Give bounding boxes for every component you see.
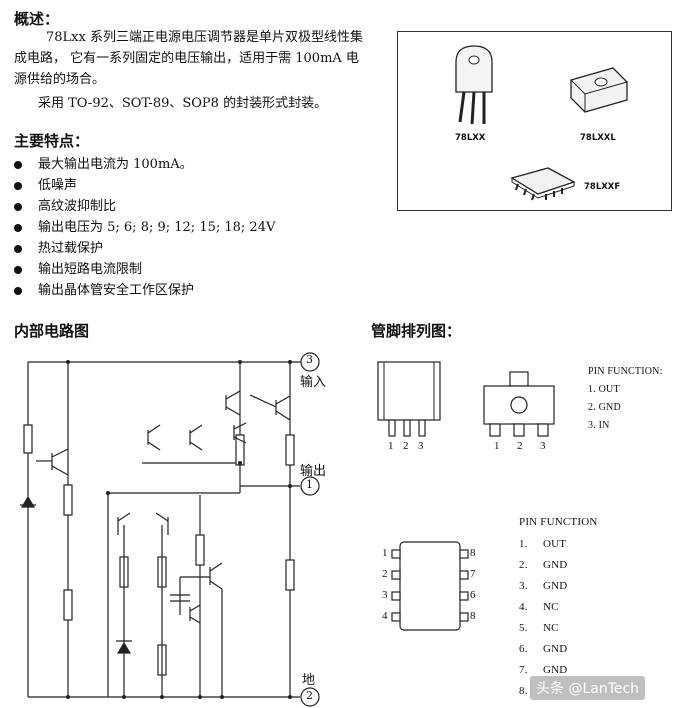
pin-gnd-label: 地 [302,673,316,688]
sop-right-pin: 6 [470,589,476,601]
sop8-package-icon [510,167,576,201]
overview-line-3: 源供给的场合。 [14,72,106,87]
overview-package-line: 采用 TO-92、SOT-89、SOP8 的封装形式封装。 [38,96,328,111]
features-heading: 主要特点： [14,132,90,150]
pin-in-number: 3 [306,353,313,366]
bullet-icon [14,244,22,253]
to92-pin-2: 2 [403,440,409,452]
sop-function-number: 6. [519,643,528,655]
sop-pin-function-title: PIN FUNCTION [519,516,598,528]
sop-function-value: GND [543,580,568,592]
sop-function-value: OUT [543,538,567,550]
package-illustration-box: 78LXX 78LXXL 78LXXF [397,31,672,211]
bullet-icon [14,265,22,274]
sop-left-pin: 1 [382,547,388,559]
feature-item: 输出短路电流限制 [14,258,142,277]
sop8-pinout-diagram [391,541,469,631]
sop-function-value: NC [543,601,559,613]
sop-function-number: 8. [519,685,528,697]
pin-function-item: 3. IN [588,420,610,431]
sop-right-pin: 8 [470,610,476,622]
sop-function-value: GND [543,664,568,676]
to92-label: 78LXX [455,133,486,143]
pin-2-circle [300,687,320,707]
sop-left-pin: 2 [382,568,388,580]
pin-1-circle [300,476,320,496]
to92-pin-1: 1 [388,440,394,452]
sop-function-number: 1. [519,538,528,550]
bullet-icon [14,181,22,190]
to92-pin-3: 3 [418,440,424,452]
sop-function-number: 5. [519,622,528,634]
sot89-pin-3: 3 [540,440,546,452]
sop-function-number: 3. [519,580,528,592]
overview-heading: 概述： [14,10,60,28]
feature-item: 最大输出电流为 100mA。 [14,153,193,172]
sot89-package-icon [570,67,628,113]
sop-right-pin: 7 [470,568,476,580]
pinout-heading: 管脚排列图： [371,322,462,340]
sot89-pin-2: 2 [517,440,523,452]
sop-function-number: 7. [519,664,528,676]
sot89-pinout-diagram [483,371,555,437]
feature-item: 低噪声 [14,174,77,193]
sot89-label: 78LXXL [580,133,616,143]
pin-function-item: 2. GND [588,402,621,413]
sot89-pin-1: 1 [494,440,500,452]
pin-in-label: 输入 [300,375,327,390]
feature-item: 输出电压为 5; 6; 8; 9; 12; 15; 18; 24V [14,216,275,235]
overview-line-1: 78Lxx 系列三端正电源电压调节器是单片双极型线性集 [46,30,363,45]
pin-out-label: 输出 [300,464,327,479]
sop8-label: 78LXXF [584,182,621,192]
pin-function-title: PIN FUNCTION: [588,366,663,377]
pin-out-number: 1 [306,478,313,491]
bullet-icon [14,160,22,169]
sop-function-value: GND [543,559,568,571]
sop-left-pin: 3 [382,589,388,601]
pin-gnd-number: 2 [306,689,313,702]
feature-item: 热过载保护 [14,237,103,256]
pin-function-item: 1. OUT [588,384,620,395]
to92-pinout-diagram [377,361,441,437]
sop-function-number: 2. [519,559,528,571]
sop-function-number: 4. [519,601,528,613]
overview-line-2: 成电路， 它有一系列固定的电压输出，适用于需 100mA 电 [14,51,359,66]
feature-item: 输出晶体管安全工作区保护 [14,279,194,298]
to92-package-icon [455,45,493,125]
bullet-icon [14,223,22,232]
internal-circuit-schematic [20,352,320,707]
watermark: 头条 @LanTech [530,676,646,700]
bullet-icon [14,202,22,211]
sop-function-value: GND [543,643,568,655]
sop-function-value: NC [543,622,559,634]
circuit-heading: 内部电路图 [14,322,90,340]
sop-left-pin: 4 [382,610,388,622]
sop-right-pin: 8 [470,547,476,559]
bullet-icon [14,286,22,295]
feature-item: 高纹波抑制比 [14,195,116,214]
